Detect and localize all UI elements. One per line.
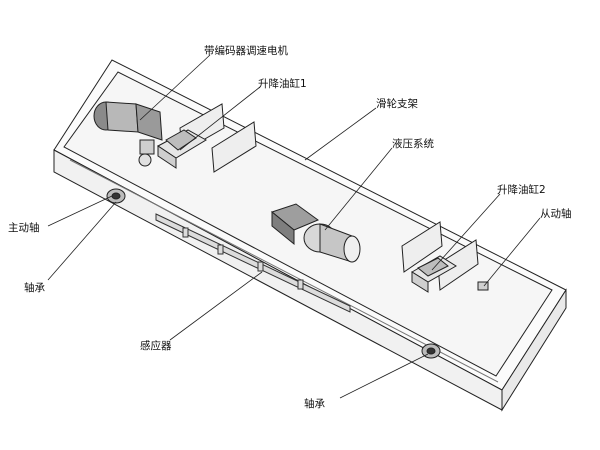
bearing-left-symbol xyxy=(106,188,126,204)
lift-cylinder-1 xyxy=(157,129,207,169)
label-lift-cylinder-2: 升降油缸2 xyxy=(497,184,546,196)
leader-lift-cylinder-2 xyxy=(431,193,501,271)
label-driven-shaft: 从动轴 xyxy=(540,208,572,220)
frame-end-face xyxy=(501,288,567,412)
leader-hydraulic-system xyxy=(324,147,393,231)
hydraulic-system xyxy=(270,203,361,263)
leader-lines xyxy=(47,54,541,399)
bearing-bottom-symbol xyxy=(421,343,441,359)
divider-2 xyxy=(211,121,257,173)
leader-driven-shaft xyxy=(483,217,541,287)
leader-bearing-left xyxy=(47,201,117,281)
leader-pulley-frame xyxy=(304,107,377,161)
label-bearing-bottom: 轴承 xyxy=(304,398,325,410)
leader-sensor xyxy=(169,271,263,341)
leader-encoder-motor xyxy=(139,54,211,121)
label-drive-shaft: 主动轴 xyxy=(8,222,40,234)
lift-cylinder-2 xyxy=(411,255,457,293)
leader-drive-shaft xyxy=(47,195,113,227)
driven-shaft xyxy=(477,281,489,291)
label-hydraulic-system: 液压系统 xyxy=(392,138,434,150)
leader-bearing-bottom xyxy=(339,353,429,399)
divider-3 xyxy=(401,221,443,273)
leader-lift-cylinder-1 xyxy=(179,86,261,151)
divider-4 xyxy=(437,239,479,291)
label-lift-cylinder-1: 升降油缸1 xyxy=(258,78,307,90)
label-encoder-motor: 带编码器调速电机 xyxy=(204,45,288,57)
sensor-rail xyxy=(155,213,351,313)
label-sensor: 感应器 xyxy=(140,340,172,352)
label-bearing-left: 轴承 xyxy=(24,282,45,294)
label-pulley-frame: 滑轮支架 xyxy=(376,98,418,110)
